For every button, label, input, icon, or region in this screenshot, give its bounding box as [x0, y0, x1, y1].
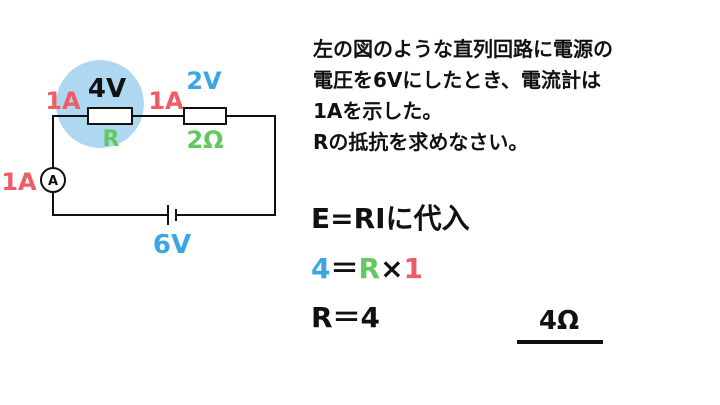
- wire-top-left: [52, 115, 88, 172]
- resistor-2ohm: [183, 107, 227, 125]
- resistor-r: [87, 107, 133, 125]
- answer: 4Ω: [538, 306, 580, 336]
- question-line: Rの抵抗を求めなさい。: [313, 130, 529, 154]
- eq-r: R: [358, 252, 381, 285]
- wire-bottom-left: [52, 188, 168, 216]
- question-text: 左の図のような直列回路に電源の 電圧を6Vにしたとき、電流計は 1Aを示した。 …: [313, 34, 713, 158]
- current-label-mid: 1A: [148, 87, 184, 115]
- solution-line-1: E=RIに代入: [311, 202, 470, 235]
- question-line: 1Aを示した。: [313, 99, 443, 123]
- solution-line-2: 4＝R×1: [311, 247, 423, 287]
- source-voltage-label: 6V: [153, 230, 191, 260]
- eq-current-1: 1: [403, 252, 424, 285]
- question-line: 左の図のような直列回路に電源の: [313, 37, 613, 61]
- ammeter: [40, 167, 66, 193]
- current-label-left: 1A: [45, 87, 81, 115]
- highlight-circle: [56, 60, 144, 148]
- answer-underline: [517, 340, 603, 344]
- eq-equals: ＝: [330, 252, 359, 285]
- eq-value-4: 4: [311, 252, 331, 285]
- voltage-label-4v: 4V: [88, 74, 126, 104]
- solution-line-3: R＝4: [311, 301, 381, 334]
- resistance-label-2ohm: 2Ω: [186, 126, 223, 154]
- voltage-label-2v: 2V: [186, 67, 222, 95]
- question-line: 電圧を6Vにしたとき、電流計は: [313, 68, 601, 92]
- ammeter-symbol: A: [48, 174, 58, 189]
- circuit-diagram: A 4V R 2V 2Ω 1A 1A 1A 6V: [1, 60, 276, 260]
- resistor-label-r: R: [103, 127, 120, 152]
- current-label-ammeter: 1A: [1, 168, 37, 196]
- eq-times: ×: [380, 252, 404, 285]
- wire-top-right: [176, 115, 276, 216]
